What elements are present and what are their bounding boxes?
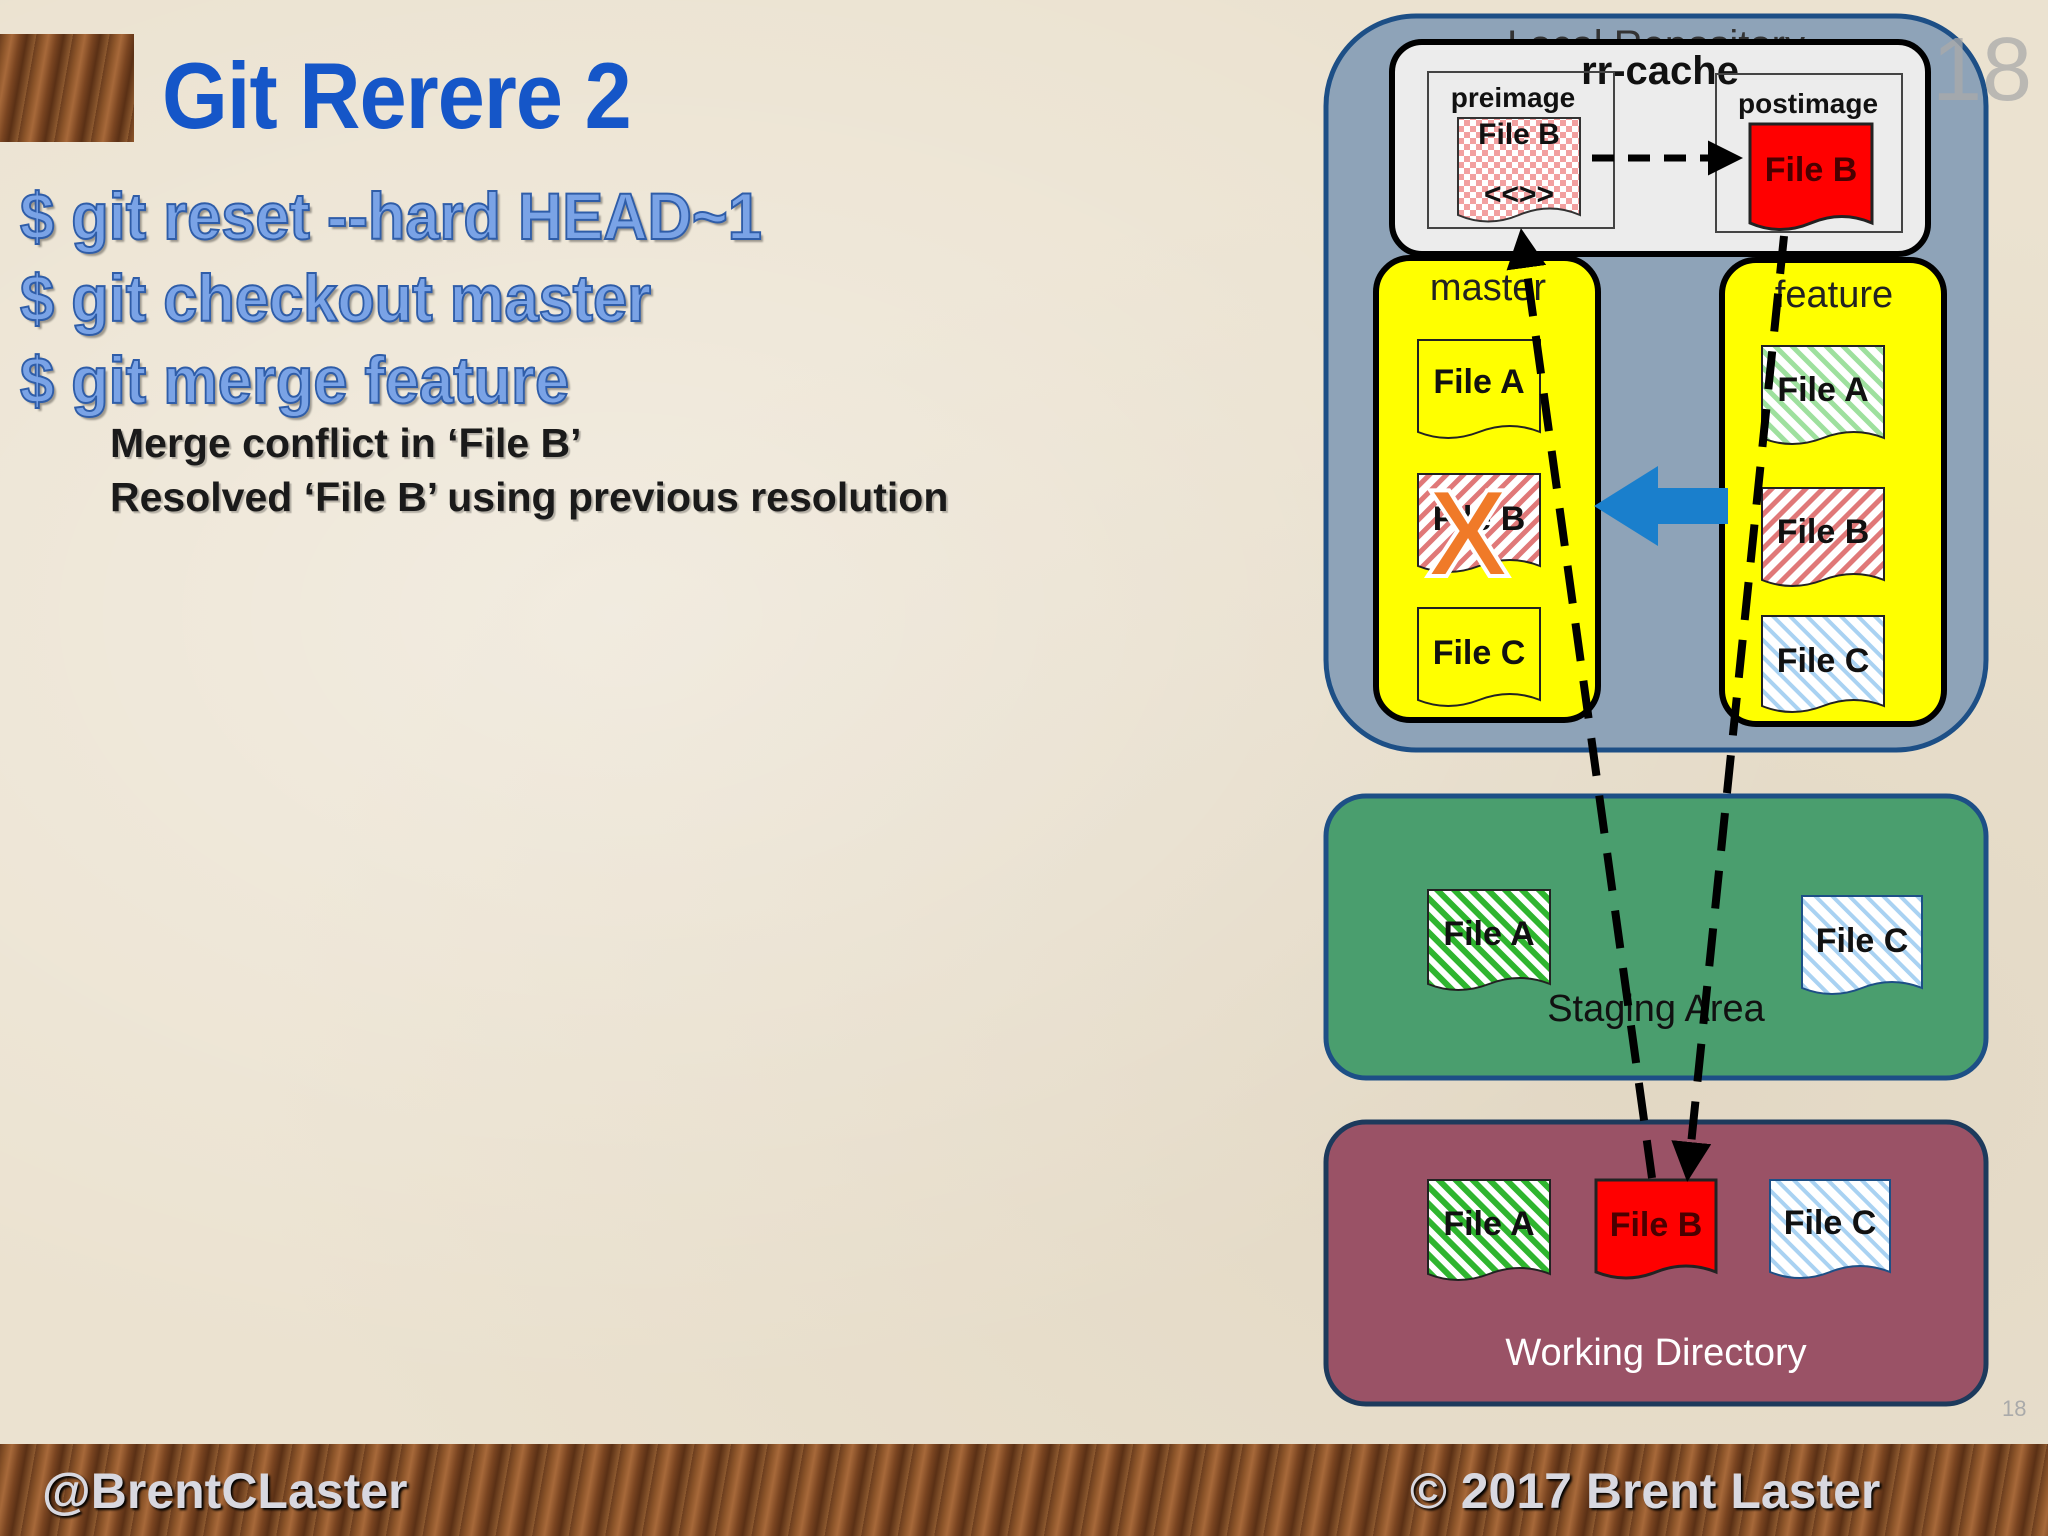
feature-file-a-label: File A xyxy=(1777,371,1868,409)
page-number-small: 18 xyxy=(2002,1396,2027,1421)
working-file-a-label: File A xyxy=(1443,1205,1534,1243)
master-file-a xyxy=(1417,339,1541,439)
preimage-file-b-label: File B xyxy=(1478,118,1560,151)
feature-file-c-label: File C xyxy=(1777,642,1870,680)
staging-file-c xyxy=(1801,895,1923,995)
working-file-a xyxy=(1427,1179,1551,1281)
feature-file-b xyxy=(1761,487,1885,587)
merge-conflict-message: Merge conflict in ‘File B’ xyxy=(110,420,582,466)
staging-file-a xyxy=(1427,889,1551,991)
postimage-file-b-label: File B xyxy=(1765,151,1858,189)
preimage-label: preimage xyxy=(1451,82,1576,113)
working-directory-label: Working Directory xyxy=(1505,1332,1806,1374)
command-line-2: $ git checkout master xyxy=(19,260,652,336)
postimage-to-working-arrow xyxy=(1671,235,1788,1182)
conflict-x-icon: X xyxy=(1427,465,1510,603)
feature-file-a xyxy=(1761,345,1885,445)
working-file-c-label: File C xyxy=(1784,1204,1877,1242)
footer-twitter-handle: @BrentCLaster xyxy=(42,1463,408,1519)
wood-accent-block xyxy=(0,34,134,142)
working-file-b-label: File B xyxy=(1610,1206,1703,1244)
master-file-b xyxy=(1417,473,1541,573)
working-to-preimage-arrow xyxy=(1506,228,1656,1179)
feature-file-c xyxy=(1761,615,1885,713)
staging-area-label: Staging Area xyxy=(1547,988,1765,1030)
command-line-3: $ git merge feature xyxy=(19,342,570,418)
master-file-b-label: File B xyxy=(1433,500,1526,538)
master-file-a-label: File A xyxy=(1433,363,1524,401)
staging-area-box xyxy=(1323,793,1989,1081)
master-file-c xyxy=(1417,607,1541,707)
wood-footer-bar xyxy=(0,1444,2048,1536)
postimage-file-b xyxy=(1748,122,1874,231)
feature-branch-label: feature xyxy=(1775,274,1893,316)
staging-file-c-label: File C xyxy=(1816,922,1909,960)
preimage-file-b xyxy=(1457,117,1581,223)
working-file-b xyxy=(1594,1178,1718,1280)
working-file-c xyxy=(1769,1179,1891,1279)
postimage-label: postimage xyxy=(1738,88,1878,119)
preimage-box xyxy=(1427,71,1615,229)
page-number: 18 xyxy=(1932,20,2032,120)
master-file-c-label: File C xyxy=(1433,634,1526,672)
merge-arrow-icon xyxy=(1594,466,1728,546)
feature-file-b-label: File B xyxy=(1777,513,1870,551)
resolved-message: Resolved ‘File B’ using previous resolut… xyxy=(110,474,949,520)
preimage-conflict-marker: <<>> xyxy=(1484,178,1554,211)
command-line-1: $ git reset --hard HEAD~1 xyxy=(19,178,763,254)
staging-file-a-label: File A xyxy=(1443,915,1534,953)
footer-copyright: © 2017 Brent Laster xyxy=(1410,1463,1881,1519)
slide-title: Git Rerere 2 xyxy=(162,43,632,148)
